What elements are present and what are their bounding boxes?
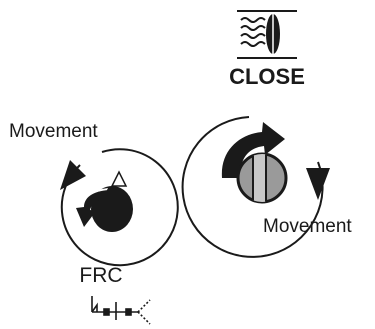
close-curved-arrow [221,122,285,178]
frc-arc-arrowhead [60,160,86,190]
black-knob-icon [91,170,133,232]
close-movement-label: Movement [263,216,352,237]
pressure-regulator-icon [91,296,151,325]
water-wave-valve-icon [237,10,297,59]
frc-curved-arrow [76,190,112,227]
frc-movement-label: Movement [9,121,98,142]
close-rotation-arc [181,116,324,258]
close-arc-arrowhead [306,168,330,200]
frc-control: Movement FRC [9,121,179,325]
close-label: CLOSE [229,64,305,89]
close-control: CLOSE Movement [181,10,352,258]
frc-label: FRC [79,264,122,287]
frc-rotation-arc [60,148,179,267]
slotted-screw-knob-icon [236,152,288,204]
